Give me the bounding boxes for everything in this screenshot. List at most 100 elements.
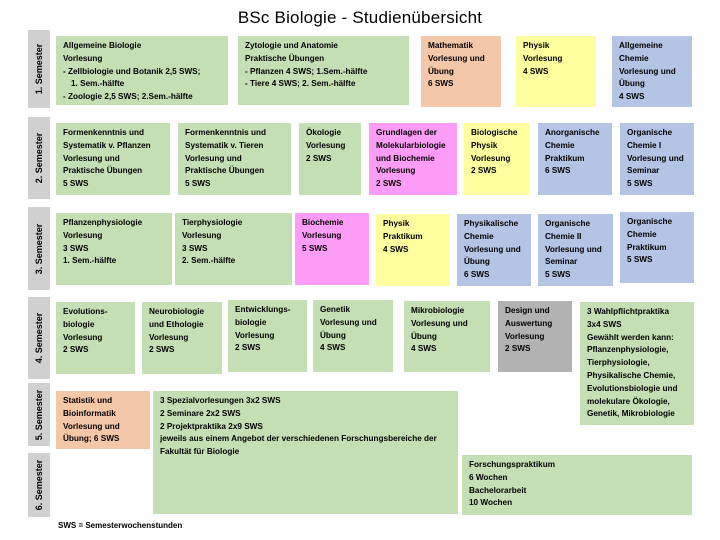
module-line: 3 SWS (63, 243, 89, 253)
module-line: 3 Spezialvorlesungen 3x2 SWS (160, 396, 281, 405)
module-line: 2 SWS (235, 343, 261, 353)
module-organische-chemie-2: Organische Chemie II Vorlesung und Semin… (538, 214, 613, 286)
semester-label-text: 2. Semester (34, 132, 44, 184)
module-line: 5 SWS (545, 270, 571, 280)
module-line: Vorlesung (505, 331, 545, 341)
module-line: 6 SWS (545, 166, 571, 176)
module-line: Vorlesung und (627, 153, 684, 163)
module-line: 3 SWS (182, 243, 208, 253)
module-title: und Ethologie (149, 319, 204, 329)
module-allgemeine-chemie: Allgemeine Chemie Vorlesung und Übung 4 … (612, 36, 692, 107)
module-line: Vorlesung (182, 230, 222, 240)
module-title: biologie (63, 319, 95, 329)
module-title: Physik (523, 41, 550, 50)
module-wahlpflichtpraktika: 3 Wahlpflichtpraktika 3x4 SWS Gewählt we… (580, 302, 694, 425)
module-line: Evolutionsbiologie und (587, 383, 678, 393)
module-line: 4 SWS (320, 343, 346, 353)
module-pflanzenphysiologie: Pflanzenphysiologie Vorlesung 3 SWS 1. S… (56, 213, 172, 285)
module-anorganische-chemie: Anorganische Chemie Praktikum 6 SWS (538, 123, 612, 195)
module-line: Vorlesung und (320, 317, 377, 327)
semester-label-4: 4. Semester (28, 297, 50, 379)
module-line: 4 SWS (619, 92, 645, 102)
semester-label-6: 6. Semester (28, 453, 50, 517)
module-line: Vorlesung und (428, 53, 485, 63)
module-title: Zytologie und Anatomie (245, 41, 338, 50)
module-line: 6 Wochen (469, 472, 508, 482)
module-tierphysiologie: Tierphysiologie Vorlesung 3 SWS 2. Sem.-… (175, 213, 292, 285)
module-title: und Biochemie (376, 153, 435, 163)
module-line: 5 SWS (302, 243, 328, 253)
module-line: Seminar (545, 257, 578, 267)
module-line: Vorlesung (235, 330, 275, 340)
module-title: Genetik (320, 305, 351, 314)
module-title: Chemie (627, 229, 657, 239)
module-organische-chemie-1: Organische Chemie I Vorlesung und Semina… (620, 123, 694, 195)
module-entwicklungsbiologie: Entwicklungs- biologie Vorlesung 2 SWS (228, 300, 307, 372)
module-line: Vorlesung (306, 140, 346, 150)
module-line: 5 SWS (185, 179, 211, 189)
module-statistik-bioinformatik: Statistik und Bioinformatik Vorlesung un… (56, 391, 150, 449)
module-title: Allgemeine (619, 41, 663, 50)
module-line: Praktische Übungen (185, 166, 265, 176)
module-line: 5 SWS (627, 255, 653, 265)
module-line: Vorlesung (523, 53, 563, 63)
module-line: Vorlesung und (185, 153, 242, 163)
module-line: - Pflanzen 4 SWS; 1.Sem.-hälfte (245, 66, 368, 76)
module-title: Bioinformatik (63, 408, 116, 418)
module-title: Physik (471, 140, 498, 150)
module-line: Übung (411, 331, 437, 341)
module-line: Vorlesung und (411, 318, 468, 328)
module-line: Vorlesung (63, 230, 103, 240)
module-title: Grundlagen der (376, 128, 437, 137)
module-title: Entwicklungs- (235, 305, 291, 314)
module-line: Vorlesung (376, 166, 416, 176)
module-title: Statistik und (63, 396, 113, 405)
module-title: Formenkenntnis und (185, 128, 266, 137)
module-line: 5 SWS (627, 179, 653, 189)
module-title: Auswertung (505, 318, 553, 328)
module-line: Vorlesung (302, 230, 342, 240)
module-title: Design und (505, 306, 550, 315)
module-line: Praktikum (545, 153, 585, 163)
module-line: Vorlesung (149, 332, 189, 342)
module-line: 6 SWS (464, 270, 490, 280)
module-line: jeweils aus einem Angebot der verschiede… (160, 434, 437, 444)
module-line: Übung (428, 66, 454, 76)
module-line: 2 SWS (505, 344, 531, 354)
module-title: Mikrobiologie (411, 306, 465, 315)
module-title: Biochemie (302, 218, 344, 227)
footnote-legend: SWS = Semesterwochenstunden (58, 521, 183, 530)
module-line: 3x4 SWS (587, 319, 622, 329)
module-line: Praktische Übungen (245, 53, 325, 63)
module-neurobiologie-ethologie: Neurobiologie und Ethologie Vorlesung 2 … (142, 302, 222, 374)
module-line: Pflanzenphysiologie, (587, 345, 669, 355)
module-spezialvorlesungen-projekte: 3 Spezialvorlesungen 3x2 SWS 2 Seminare … (153, 391, 458, 514)
module-line: Physikalische Chemie, (587, 370, 676, 380)
module-physik-praktikum: Physik Praktikum 4 SWS (376, 214, 450, 286)
semester-label-text: 6. Semester (34, 459, 44, 511)
module-line: 10 Wochen (469, 498, 513, 508)
module-line: 4 SWS (411, 344, 437, 354)
semester-label-text: 4. Semester (34, 312, 44, 364)
module-line: 2. Sem.-hälfte (182, 256, 236, 266)
module-physik: Physik Vorlesung 4 SWS (516, 36, 596, 107)
module-line: Vorlesung und (619, 66, 676, 76)
module-line: 5 SWS (63, 179, 89, 189)
module-line: Tierphysiologie, (587, 358, 650, 368)
module-line: Praktikum (383, 231, 423, 241)
module-line: 1. Sem.-hälfte (63, 256, 117, 266)
module-title: Chemie (464, 231, 494, 241)
module-line: Gewählt werden kann: (587, 332, 674, 342)
module-line: 2 SWS (306, 153, 332, 163)
module-line: Übung; 6 SWS (63, 434, 120, 444)
module-mathematik: Mathematik Vorlesung und Übung 6 SWS (421, 36, 501, 107)
page-title: BSc Biologie - Studienübersicht (237, 8, 483, 27)
module-line: - Tiere 4 SWS; 2. Sem.-hälfte (245, 79, 356, 89)
semester-label-text: 1. Semester (34, 43, 44, 95)
module-title: Formenkenntnis und (63, 128, 144, 137)
module-title: Allgemeine Biologie (63, 41, 142, 50)
module-evolutionsbiologie: Evolutions- biologie Vorlesung 2 SWS (56, 302, 135, 374)
module-title: Physikalische (464, 219, 519, 228)
module-line: Chemie (619, 53, 649, 63)
module-genetik: Genetik Vorlesung und Übung 4 SWS (313, 300, 393, 372)
